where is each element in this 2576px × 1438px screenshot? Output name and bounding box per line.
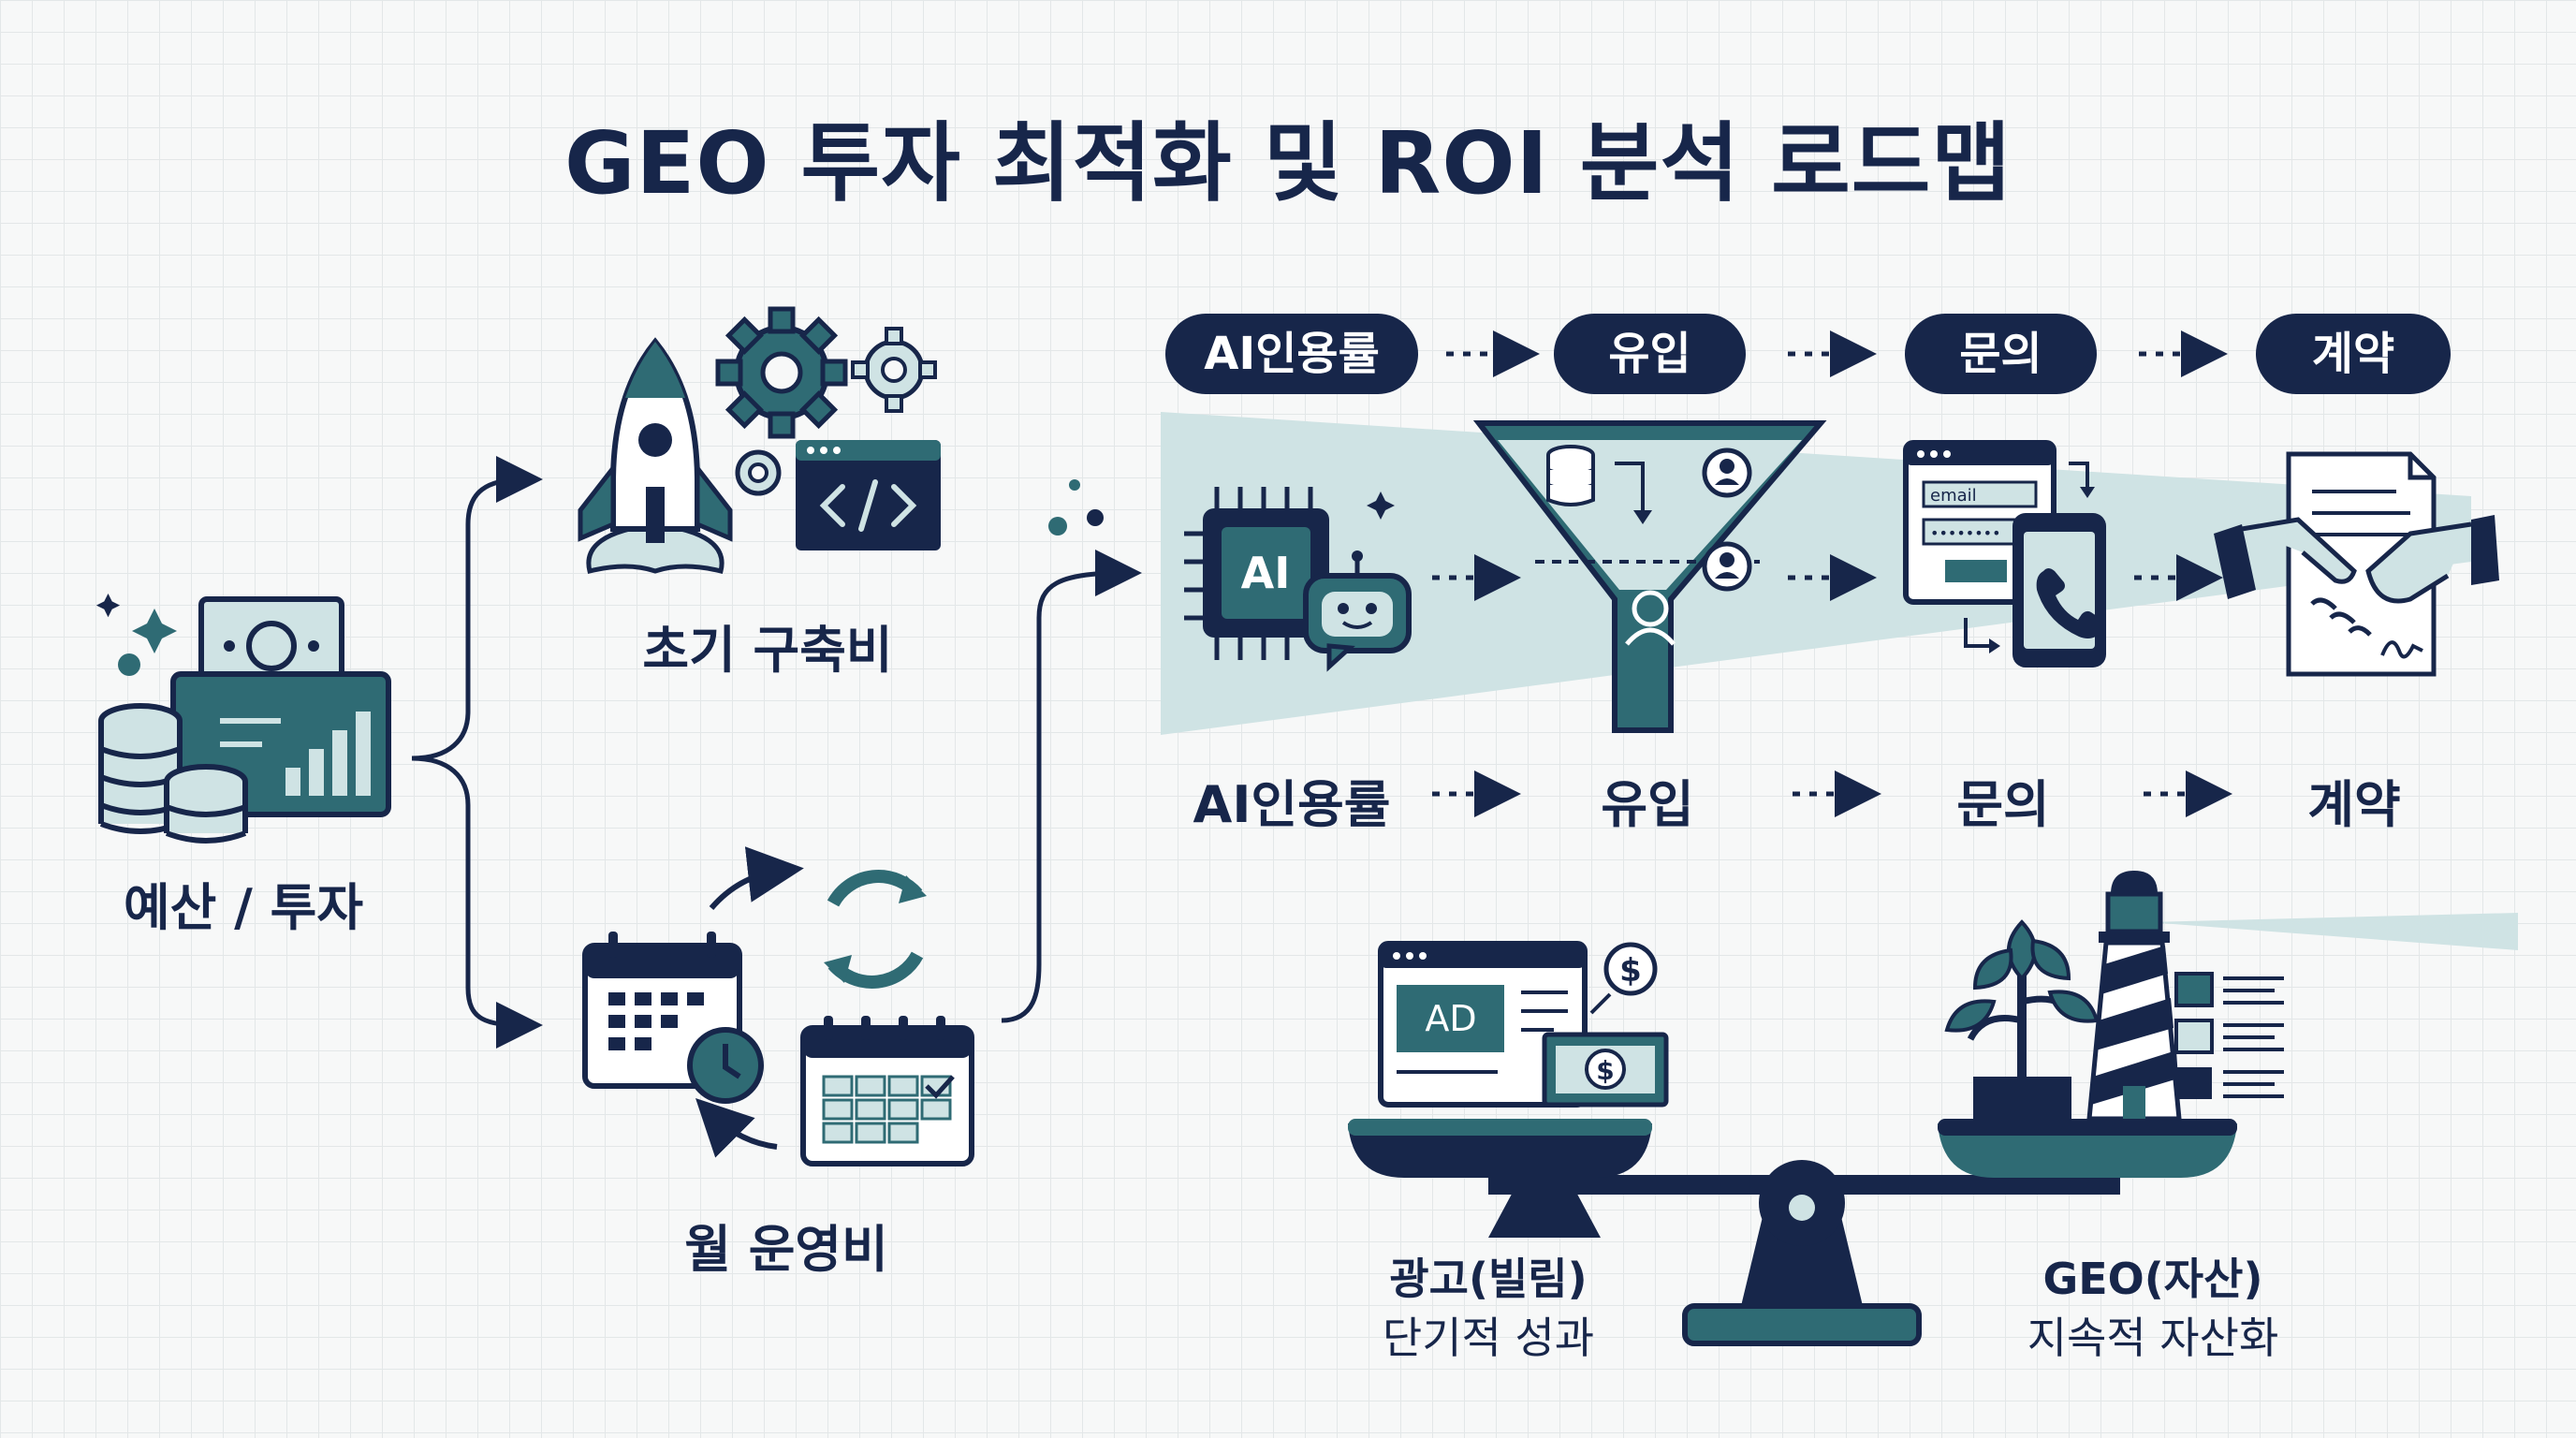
ai-chip-icon: AI bbox=[1184, 487, 1395, 660]
budget-connectors bbox=[411, 456, 1142, 1049]
initial-cost-label: 초기 구축비 bbox=[642, 621, 893, 680]
decor-dots bbox=[1048, 479, 1104, 536]
ad-title: 광고(빌림) bbox=[1389, 1254, 1588, 1304]
funnel-beam bbox=[1161, 412, 2471, 735]
funnel-icon bbox=[1472, 420, 1827, 733]
budget-icon bbox=[95, 594, 391, 844]
page-title: GEO 투자 최적화 및 ROI 분석 로드맵 bbox=[564, 113, 2012, 213]
budget-label: 예산 / 투자 bbox=[123, 878, 364, 937]
pill-ai-citation: AI인용률 bbox=[1165, 314, 1418, 394]
refresh-icon bbox=[824, 870, 927, 989]
ad-subtitle: 단기적 성과 bbox=[1382, 1313, 1595, 1363]
chatbot-icon bbox=[1303, 550, 1412, 672]
plant-icon bbox=[1944, 919, 2100, 1119]
phone-icon bbox=[2012, 513, 2106, 668]
lighthouse-icon bbox=[2086, 871, 2518, 1122]
pill-inquiry: 문의 bbox=[1905, 314, 2097, 394]
calendar-clock-icon bbox=[582, 932, 764, 1104]
contract-handshake-icon bbox=[2214, 451, 2499, 677]
pill-inflow: 유입 bbox=[1554, 314, 1746, 394]
pill-contract: 계약 bbox=[2256, 314, 2451, 394]
geo-pan bbox=[1938, 1119, 2237, 1185]
email-field-text: email bbox=[1930, 486, 1977, 506]
report-list-icon bbox=[2174, 972, 2284, 1099]
calendar-check-icon bbox=[800, 1016, 974, 1167]
stage-label-contract: 계약 bbox=[2307, 775, 2401, 834]
code-window-icon bbox=[796, 440, 941, 550]
cycle-arrows bbox=[695, 846, 804, 1158]
monthly-cost-label: 월 운영비 bbox=[684, 1220, 888, 1279]
ad-text: AD bbox=[1425, 998, 1476, 1039]
dollar-coin-text: $ bbox=[1619, 952, 1642, 990]
rocket-icon bbox=[578, 337, 733, 575]
stage-label-inquiry: 문의 bbox=[1956, 775, 2050, 834]
balance-scale bbox=[1488, 1133, 2120, 1346]
dollar-bill-text: $ bbox=[1596, 1055, 1614, 1086]
geo-title: GEO(자산) bbox=[2042, 1254, 2263, 1304]
ad-window-icon: AD $ $ bbox=[1378, 941, 1669, 1108]
ad-pan bbox=[1348, 1119, 1652, 1185]
password-field-text: •••••••• bbox=[1930, 524, 2001, 542]
stage-label-ai-citation: AI인용률 bbox=[1193, 775, 1391, 834]
gear-icon bbox=[715, 306, 937, 496]
stage-label-inflow: 유입 bbox=[1601, 775, 1694, 834]
ai-chip-text: AI bbox=[1241, 548, 1291, 598]
geo-subtitle: 지속적 자산화 bbox=[2027, 1313, 2279, 1363]
